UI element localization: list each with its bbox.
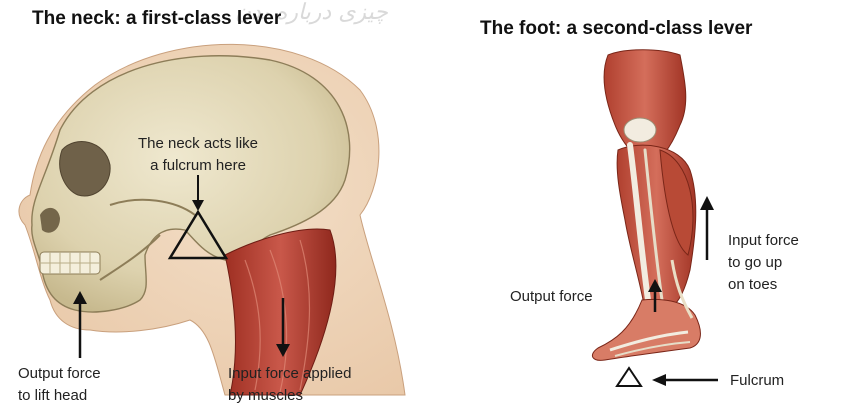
neck-panel-title: The neck: a first-class lever <box>32 8 281 30</box>
head-illustration <box>19 44 405 395</box>
foot-fulcrum-triangle <box>617 368 641 386</box>
foot-fulcrum-label: Fulcrum <box>730 370 784 392</box>
neck-fulcrum-label: The neck acts like a fulcrum here <box>118 133 278 177</box>
neck-fulcrum-label-line-2: a fulcrum here <box>118 155 278 177</box>
neck-output-label: Output force to lift head <box>18 363 101 407</box>
foot-input-label: Input force to go up on toes <box>728 230 799 296</box>
foot-input-label-line-1: Input force <box>728 230 799 252</box>
leg-illustration <box>592 50 700 361</box>
foot-panel-title: The foot: a second-class lever <box>480 18 752 40</box>
neck-input-label-line-2: by muscles <box>228 385 351 407</box>
neck-input-label-line-1: Input force applied <box>228 363 351 385</box>
foot-output-label: Output force <box>510 286 593 308</box>
neck-input-label: Input force applied by muscles <box>228 363 351 407</box>
foot-input-label-line-2: to go up <box>728 252 799 274</box>
neck-output-label-line-2: to lift head <box>18 385 101 407</box>
foot-input-label-line-3: on toes <box>728 274 799 296</box>
foot-fulcrum-arrow <box>652 374 718 386</box>
neck-output-label-line-1: Output force <box>18 363 101 385</box>
foot-input-arrow <box>700 196 714 260</box>
neck-fulcrum-label-line-1: The neck acts like <box>118 133 278 155</box>
